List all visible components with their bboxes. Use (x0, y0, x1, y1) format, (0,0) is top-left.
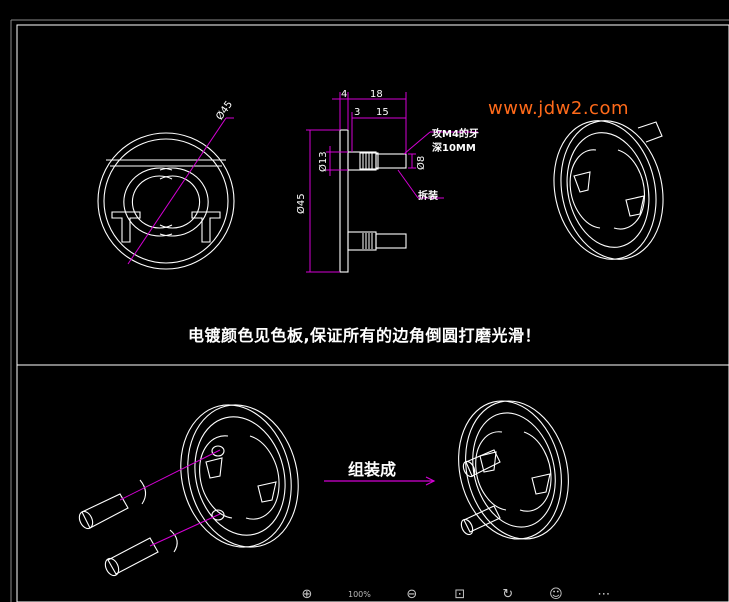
callout-thread-line1: 攻M4的牙 (432, 127, 479, 140)
fit-icon[interactable]: ⊡ (454, 586, 466, 602)
isometric-view (553, 120, 664, 260)
dim-45: Ø45 (295, 193, 307, 214)
dim-front-diameter: Ø45 (213, 99, 235, 123)
smile-icon[interactable]: ☺ (549, 586, 563, 602)
side-view-threads (362, 153, 373, 249)
callout-thread-line2: 深10MM (432, 141, 476, 154)
more-icon[interactable]: ⋯ (597, 586, 611, 602)
drawing-frame (10, 19, 729, 602)
watermark: www.jdw2.com (488, 98, 629, 119)
side-view (339, 129, 407, 273)
dim-4: 4 (341, 89, 347, 100)
dim-3: 3 (354, 107, 360, 118)
rotate-icon[interactable]: ↻ (502, 586, 514, 602)
assembly-axes (119, 449, 221, 547)
viewer-toolbar: ⊕ 100% ⊖ ⊡ ↻ ☺ ⋯ (300, 586, 630, 602)
zoom-level: 100% (348, 589, 371, 599)
plating-note: 电镀颜色见色板,保证所有的边角倒圆打磨光滑！ (187, 326, 542, 345)
front-view (97, 132, 235, 270)
assemble-arrow (324, 476, 436, 486)
assembly-exploded (78, 404, 299, 577)
callout-removable: 拆装 (418, 189, 438, 202)
assemble-label: 组装成 (348, 460, 397, 479)
side-view-dimensions (306, 92, 478, 273)
zoom-out-icon[interactable]: ⊖ (406, 586, 418, 602)
dim-15: 15 (376, 107, 389, 118)
zoom-in-icon[interactable]: ⊕ (301, 586, 313, 602)
assembly-complete (458, 400, 569, 540)
dim-8: Ø8 (415, 156, 427, 170)
dim-18: 18 (370, 89, 383, 100)
front-view-dimension (127, 117, 234, 265)
dim-13: Ø13 (317, 151, 329, 172)
